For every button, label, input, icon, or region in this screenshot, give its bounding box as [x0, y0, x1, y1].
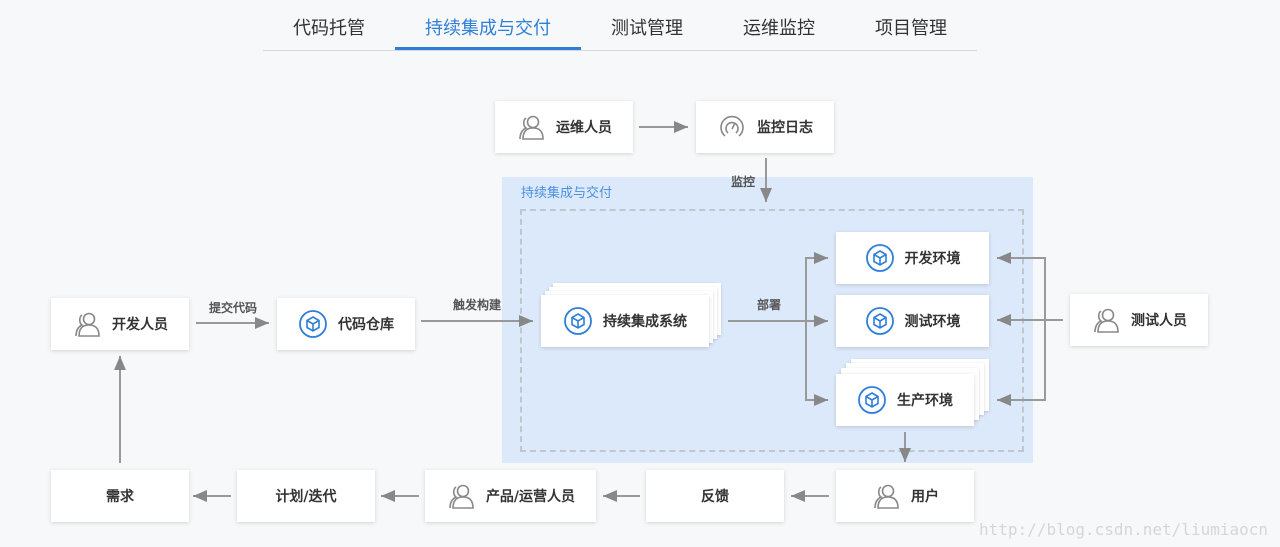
node-label: 测试环境: [904, 314, 961, 330]
top-tab-bar: 代码托管 持续集成与交付 测试管理 运维监控 项目管理: [263, 0, 977, 51]
node-label: 测试人员: [1131, 313, 1187, 329]
node-label: 生产环境: [897, 393, 953, 409]
cube-icon: [298, 309, 328, 339]
edge-label-monitor: 监控: [731, 175, 756, 189]
ci-area-title: 持续集成与交付: [521, 186, 613, 201]
node-test-env[interactable]: 测试环境: [836, 295, 989, 347]
node-label: 监控日志: [757, 120, 813, 136]
node-label: 开发环境: [904, 251, 961, 267]
node-plan-iteration[interactable]: 计划/迭代: [237, 470, 375, 522]
edge-label-commit: 提交代码: [209, 301, 258, 315]
node-tester[interactable]: 测试人员: [1070, 294, 1208, 346]
tab-test-management[interactable]: 测试管理: [611, 18, 683, 39]
edge-label-trigger-build: 触发构建: [453, 298, 502, 312]
tab-code-hosting[interactable]: 代码托管: [293, 18, 365, 39]
node-user[interactable]: 用户: [836, 470, 974, 522]
node-label: 反馈: [701, 489, 729, 505]
node-ci-system[interactable]: 持续集成系统: [541, 295, 709, 347]
watermark: http://blog.csdn.net/liumiaocn: [979, 520, 1268, 539]
cube-icon: [865, 306, 895, 336]
node-dev-env[interactable]: 开发环境: [836, 232, 989, 284]
node-label: 计划/迭代: [275, 489, 337, 505]
person-icon: [871, 481, 901, 511]
monitor-gauge-icon: [717, 112, 747, 142]
node-label: 开发人员: [112, 317, 168, 333]
node-label: 持续集成系统: [603, 314, 687, 330]
node-code-repo[interactable]: 代码仓库: [277, 298, 415, 350]
cube-icon: [865, 243, 895, 273]
edge-label-deploy: 部署: [757, 298, 782, 312]
cube-icon: [563, 306, 593, 336]
tab-ops-monitoring[interactable]: 运维监控: [743, 18, 815, 39]
node-label: 代码仓库: [338, 317, 394, 333]
node-feedback[interactable]: 反馈: [646, 470, 784, 522]
person-icon: [72, 309, 102, 339]
node-developer[interactable]: 开发人员: [51, 298, 189, 350]
person-icon: [446, 481, 476, 511]
node-label: 运维人员: [556, 120, 612, 136]
node-product-ops-staff[interactable]: 产品/运营人员: [425, 470, 596, 522]
node-requirement[interactable]: 需求: [51, 470, 189, 522]
cube-icon: [857, 385, 887, 415]
node-label: 需求: [106, 489, 134, 505]
node-label: 产品/运营人员: [485, 489, 576, 505]
node-monitor-log[interactable]: 监控日志: [696, 101, 834, 153]
tab-project-management[interactable]: 项目管理: [875, 18, 947, 39]
tab-ci-cd[interactable]: 持续集成与交付: [395, 14, 581, 50]
node-prod-env[interactable]: 生产环境: [836, 374, 974, 426]
ci-area-dashed-border: [520, 209, 1024, 452]
person-icon: [1091, 305, 1121, 335]
person-icon: [516, 112, 546, 142]
node-label: 用户: [911, 489, 939, 505]
node-ops-staff[interactable]: 运维人员: [495, 101, 633, 153]
